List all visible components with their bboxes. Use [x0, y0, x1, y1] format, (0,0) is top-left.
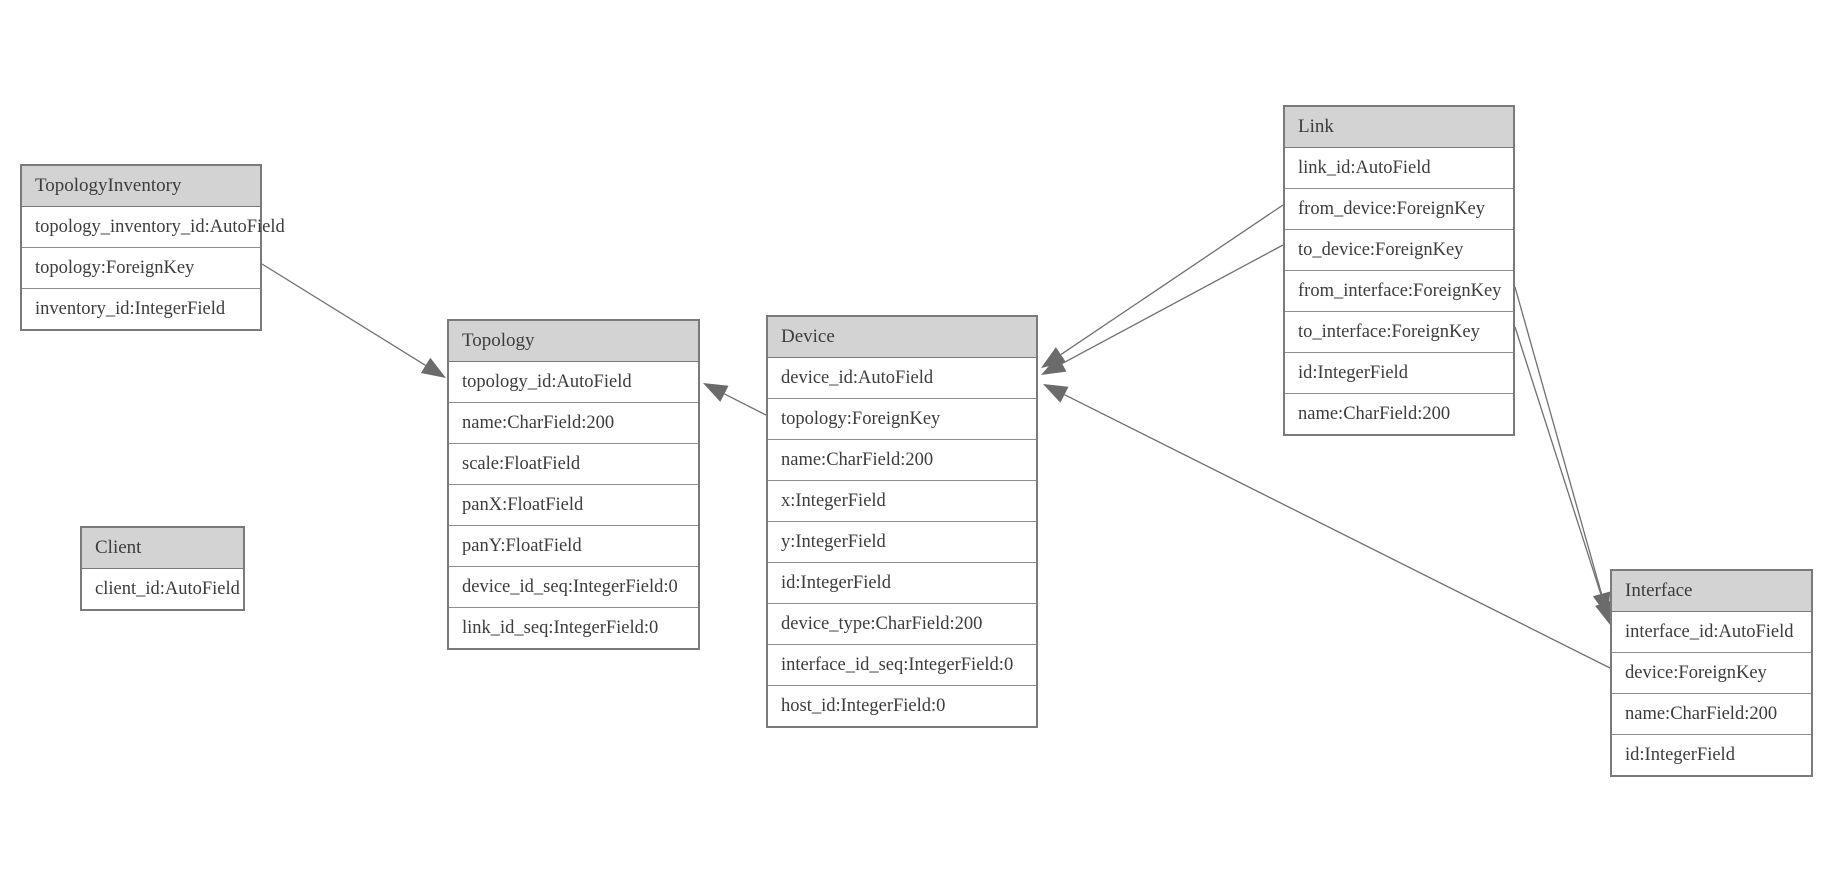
relationship-line — [1514, 326, 1605, 604]
arrowhead-icon — [1595, 600, 1613, 626]
entity-field-row: inventory_id:IntegerField — [22, 288, 260, 329]
arrowhead-icon — [1043, 384, 1069, 403]
entity-field-row: id:IntegerField — [1612, 734, 1811, 775]
entity-field-row: name:CharField:200 — [1285, 393, 1513, 434]
entity-field-row: interface_id:AutoField — [1612, 612, 1811, 652]
connection-device-topology — [703, 383, 767, 416]
entity-field-row: from_interface:ForeignKey — [1285, 270, 1513, 311]
entity-field-row: topology:ForeignKey — [22, 247, 260, 288]
entity-title-device: Device — [768, 317, 1036, 358]
entity-field-row: name:CharField:200 — [449, 402, 698, 443]
relationship-line — [724, 393, 767, 416]
entity-title-topology-inventory: TopologyInventory — [22, 166, 260, 207]
connection-link-from-device — [1041, 204, 1284, 368]
entity-field-row: y:IntegerField — [768, 521, 1036, 562]
entity-field-row: to_device:ForeignKey — [1285, 229, 1513, 270]
entity-field-row: x:IntegerField — [768, 480, 1036, 521]
entity-field-row: device_id:AutoField — [768, 358, 1036, 398]
arrowhead-icon — [1041, 355, 1067, 375]
entity-field-row: name:CharField:200 — [1612, 693, 1811, 734]
entity-title-client: Client — [82, 528, 243, 569]
entity-field-row: client_id:AutoField — [82, 569, 243, 609]
connection-link-to-interface — [1514, 326, 1613, 626]
entity-field-row: panY:FloatField — [449, 525, 698, 566]
entity-field-row: scale:FloatField — [449, 443, 698, 484]
entity-field-row: link_id:AutoField — [1285, 148, 1513, 188]
connection-interface-device — [1043, 384, 1611, 669]
entity-field-row: name:CharField:200 — [768, 439, 1036, 480]
entity-field-row: topology:ForeignKey — [768, 398, 1036, 439]
arrowhead-icon — [420, 357, 446, 378]
connection-link-to-device — [1041, 244, 1284, 375]
entity-field-row: device_id_seq:IntegerField:0 — [449, 566, 698, 607]
arrowhead-icon — [703, 383, 729, 402]
entity-field-row: to_interface:ForeignKey — [1285, 311, 1513, 352]
entity-field-row: link_id_seq:IntegerField:0 — [449, 607, 698, 648]
relationship-line — [1061, 244, 1284, 365]
relationship-line — [1064, 394, 1611, 669]
entity-field-row: host_id:IntegerField:0 — [768, 685, 1036, 726]
entity-field-row: interface_id_seq:IntegerField:0 — [768, 644, 1036, 685]
entity-title-link: Link — [1285, 107, 1513, 148]
entity-field-row: id:IntegerField — [1285, 352, 1513, 393]
entity-title-interface: Interface — [1612, 571, 1811, 612]
entity-field-row: device:ForeignKey — [1612, 652, 1811, 693]
relationship-line — [261, 263, 426, 366]
entity-field-row: from_device:ForeignKey — [1285, 188, 1513, 229]
connection-topologyinventory-topology — [261, 263, 446, 378]
relationship-line — [1060, 204, 1284, 356]
entity-field-row: device_type:CharField:200 — [768, 603, 1036, 644]
entity-field-row: id:IntegerField — [768, 562, 1036, 603]
relationship-line — [1514, 286, 1603, 595]
entity-field-row: topology_id:AutoField — [449, 362, 698, 402]
entity-field-row: panX:FloatField — [449, 484, 698, 525]
entity-field-row: topology_inventory_id:AutoField — [22, 207, 285, 247]
connection-link-from-interface — [1514, 286, 1611, 617]
entity-title-topology: Topology — [449, 321, 698, 362]
